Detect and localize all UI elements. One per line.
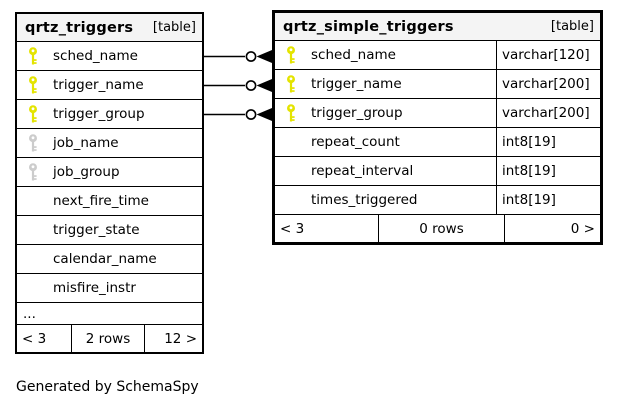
relationship-sched-name [204, 50, 272, 63]
column-row-next-fire-time: next_fire_time [17, 187, 202, 216]
more-columns-row: ... [17, 303, 202, 325]
generator-note: Generated by SchemaSpy [16, 379, 199, 395]
relationship-trigger-name [204, 79, 272, 92]
column-name: sched_name [311, 47, 396, 63]
column-row-sched-name: sched_name varchar[120] [275, 41, 600, 70]
column-row-times-triggered: times_triggered int8[19] [275, 186, 600, 215]
column-type: varchar[200] [496, 70, 600, 98]
column-name: trigger_name [311, 76, 402, 92]
column-name: calendar_name [53, 251, 157, 267]
primary-key-icon [29, 47, 37, 65]
column-row-repeat-interval: repeat_interval int8[19] [275, 157, 600, 186]
column-name: misfire_instr [53, 280, 136, 296]
table-type-label: [table] [152, 20, 196, 35]
table-header-qrtz-triggers[interactable]: qrtz_triggers [table] [17, 14, 202, 42]
row-count: 2 rows [71, 325, 144, 352]
index-key-icon [29, 163, 37, 181]
column-name: times_triggered [311, 192, 418, 208]
column-name: trigger_name [53, 77, 144, 93]
table-footer: < 3 0 rows 0 > [275, 215, 600, 242]
column-row-sched-name: sched_name [17, 42, 202, 71]
row-count: 0 rows [378, 215, 504, 242]
column-name: repeat_count [311, 134, 400, 150]
column-name: repeat_interval [311, 163, 414, 179]
column-type: int8[19] [496, 157, 600, 185]
column-row-trigger-name: trigger_name [17, 71, 202, 100]
table-type-label: [table] [550, 19, 594, 34]
column-row-trigger-group: trigger_group varchar[200] [275, 99, 600, 128]
incoming-relations-count: < 3 [22, 330, 47, 347]
primary-key-icon [287, 75, 295, 93]
column-type: varchar[200] [496, 99, 600, 127]
column-row-trigger-group: trigger_group [17, 100, 202, 129]
column-row-job-group: job_group [17, 158, 202, 187]
table-qrtz-simple-triggers[interactable]: qrtz_simple_triggers [table] sched_name … [272, 10, 603, 245]
outgoing-relations-count: 12 > [144, 325, 202, 352]
column-type: varchar[120] [496, 41, 600, 69]
column-row-repeat-count: repeat_count int8[19] [275, 128, 600, 157]
column-row-trigger-state: trigger_state [17, 216, 202, 245]
column-name: trigger_group [311, 105, 403, 121]
column-type: int8[19] [496, 128, 600, 156]
column-row-trigger-name: trigger_name varchar[200] [275, 70, 600, 99]
table-name[interactable]: qrtz_simple_triggers [283, 18, 454, 35]
primary-key-icon [29, 105, 37, 123]
column-name: trigger_group [53, 106, 145, 122]
primary-key-icon [287, 104, 295, 122]
index-key-icon [29, 134, 37, 152]
table-qrtz-triggers[interactable]: qrtz_triggers [table] sched_name trigger… [15, 12, 204, 354]
table-footer: < 3 2 rows 12 > [17, 325, 202, 352]
column-row-misfire-instr: misfire_instr [17, 274, 202, 303]
column-row-job-name: job_name [17, 129, 202, 158]
column-name: sched_name [53, 48, 138, 64]
column-type: int8[19] [496, 186, 600, 214]
primary-key-icon [287, 46, 295, 64]
primary-key-icon [29, 76, 37, 94]
table-header-qrtz-simple-triggers[interactable]: qrtz_simple_triggers [table] [275, 13, 600, 41]
relationship-trigger-group [204, 108, 272, 121]
column-name: job_name [53, 135, 119, 151]
column-name: job_group [53, 164, 120, 180]
column-name: trigger_state [53, 222, 140, 238]
column-row-calendar-name: calendar_name [17, 245, 202, 274]
table-name[interactable]: qrtz_triggers [25, 19, 134, 36]
relationship-connectors [204, 50, 272, 121]
outgoing-relations-count: 0 > [504, 215, 600, 242]
column-name: next_fire_time [53, 193, 149, 209]
incoming-relations-count: < 3 [280, 220, 305, 237]
